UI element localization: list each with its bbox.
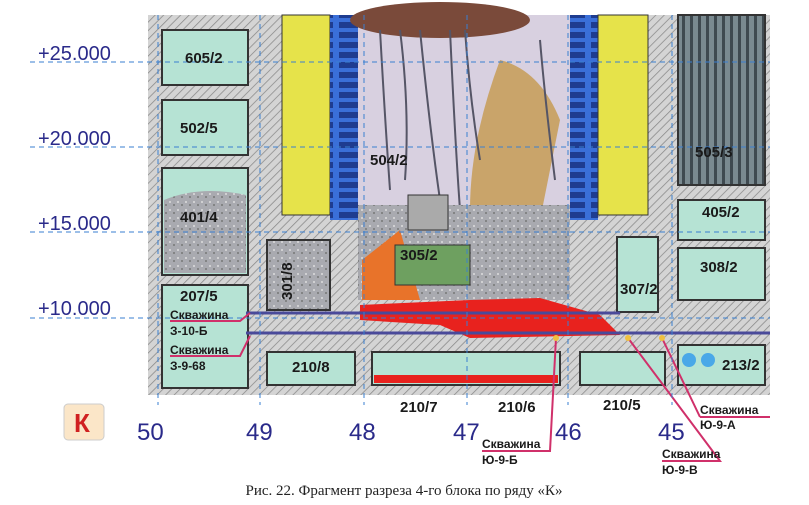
axis-50: 50 [137,419,164,446]
label-210-6: 210/6 [498,399,536,416]
room-405-2 [677,199,766,241]
fill-block-right [597,14,649,216]
room-308-2 [677,247,766,301]
axis-45: 45 [658,419,685,446]
label-207-5: 207/5 [180,288,218,305]
room-305-2-box [394,244,471,286]
brick-column-right [570,15,598,220]
label-213-2: 213/2 [722,357,760,374]
room-505-3 [677,14,766,186]
room-307-2 [616,236,659,313]
elevation-25: +25.000 [38,43,111,65]
axis-48: 48 [349,419,376,446]
borehole-label: Скважина [662,447,721,461]
callout-lines [170,312,770,462]
room-210-8 [266,351,356,386]
figure-caption: Рис. 22. Фрагмент разреза 4-го блока по … [245,483,562,499]
label-505-3: 505/3 [695,144,733,161]
borehole-point [553,335,559,341]
label-405-2: 405/2 [702,204,740,221]
hanging-cables [379,29,556,211]
axis-47: 47 [453,419,480,446]
borehole-label: Скважина [170,308,229,322]
tank [701,353,715,367]
corium-lower [374,375,558,383]
label-308-2: 308/2 [700,259,738,276]
label-210-7: 210/7 [400,399,438,416]
room-502-5 [161,99,249,156]
borehole-id: Ю-9-В [662,463,698,477]
upper-biological-shield [350,2,530,38]
borehole-id: Ю-9-А [700,418,736,432]
borehole-point [659,335,665,341]
elevation-20: +20.000 [38,128,111,150]
elevation-15: +15.000 [38,213,111,235]
borehole-id: З-9-68 [170,359,206,373]
borehole-id: З-10-Б [170,324,208,338]
elevation-10: +10.000 [38,298,111,320]
borehole-point [625,335,631,341]
label-401-4: 401/4 [180,209,218,226]
label-305-2: 305/2 [400,247,438,264]
axis-46: 46 [555,419,582,446]
room-605-2 [161,29,249,86]
row-badge [63,403,105,441]
borehole-label: Скважина [700,403,759,417]
label-504-2: 504/2 [370,152,408,169]
equipment-block [407,194,449,231]
label-307-2: 307/2 [620,281,658,298]
label-502-5: 502/5 [180,120,218,137]
axis-49: 49 [246,419,273,446]
row-badge-letter: К [74,408,90,438]
debris-slope [470,60,560,220]
borehole-label: Скважина [170,343,229,357]
brick-column-left [330,15,358,220]
label-210-5: 210/5 [603,397,641,414]
room-210-5 [579,351,666,386]
label-301-8: 301/8 [279,262,296,300]
label-605-2: 605/2 [185,50,223,67]
fill-block-left [281,14,331,216]
grid-lines [30,15,770,405]
tank [682,353,696,367]
label-210-8: 210/8 [292,359,330,376]
borehole-label: Скважина [482,437,541,451]
room-301-8 [266,239,331,311]
borehole-id: Ю-9-Б [482,453,518,467]
room-207-5 [161,284,249,389]
